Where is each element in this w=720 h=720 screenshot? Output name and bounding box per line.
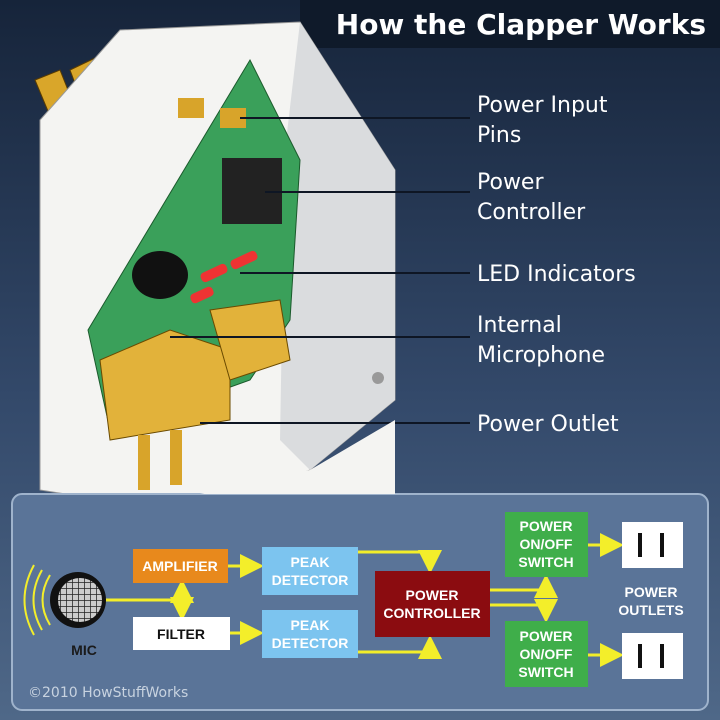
- amplifier-label: AMPLIFIER: [142, 558, 217, 574]
- label-power-controller: Power: [477, 170, 544, 195]
- block-diagram-panel: [11, 493, 709, 711]
- switch-label-3: SWITCH: [518, 664, 573, 680]
- peak-detector-1: PEAK DETECTOR: [262, 547, 358, 595]
- sound-waves-icon: [23, 564, 51, 636]
- filter-block: FILTER: [133, 617, 230, 650]
- microphone: [132, 251, 188, 299]
- mic-label: MIC: [71, 642, 97, 658]
- label-power-input-pins-2: Pins: [477, 123, 521, 148]
- power-outlet: [99, 329, 231, 441]
- power-outlet: [209, 299, 291, 381]
- switch-box: [505, 621, 588, 687]
- label-internal-microphone-2: Microphone: [477, 343, 605, 368]
- input-pin: [220, 108, 246, 128]
- label-power-controller-2: Controller: [477, 200, 586, 225]
- switch-block-2: POWER ON/OFF SWITCH: [505, 621, 588, 687]
- peak-detector-2: PEAK DETECTOR: [262, 610, 358, 658]
- label-led-indicators: LED Indicators: [477, 262, 636, 287]
- power-label: POWER: [406, 587, 459, 603]
- callout-lines: [170, 117, 470, 424]
- outlet-icon: [622, 522, 683, 568]
- switch-label-1: POWER: [520, 518, 573, 534]
- switch-label-3: SWITCH: [518, 554, 573, 570]
- title: How the Clapper Works: [336, 8, 706, 41]
- signal-arrows: [105, 533, 624, 667]
- housing-bottom-overlap: [200, 420, 395, 494]
- amplifier-box: [133, 549, 228, 583]
- switch-label-2: ON/OFF: [520, 536, 573, 552]
- outlet-1: [622, 522, 683, 568]
- outlet-prong: [138, 435, 150, 490]
- peak-detector-box: [262, 610, 358, 658]
- amplifier-block: AMPLIFIER: [133, 549, 228, 583]
- led: [200, 263, 228, 283]
- switch-box: [505, 512, 588, 577]
- mic-block: MIC: [23, 564, 106, 658]
- outlet-2: [622, 633, 683, 679]
- outlet-icon: [622, 633, 683, 679]
- label-internal-microphone: Internal: [477, 313, 562, 338]
- led: [190, 286, 214, 304]
- clapper-device-illustration: [34, 21, 396, 516]
- label-power-outlet: Power Outlet: [477, 412, 619, 437]
- peak-label: PEAK: [291, 554, 330, 570]
- input-pin: [178, 98, 204, 118]
- peak-detector-box: [262, 547, 358, 595]
- filter-label: FILTER: [157, 626, 205, 642]
- filter-box: [133, 617, 230, 650]
- label-power-input-pins: Power Input: [477, 93, 608, 118]
- detector-label: DETECTOR: [272, 572, 349, 588]
- led: [230, 250, 258, 270]
- outlets-label-2: OUTLETS: [618, 602, 683, 618]
- housing-side: [280, 22, 395, 470]
- switch-block-1: POWER ON/OFF SWITCH: [505, 512, 588, 577]
- peak-label: PEAK: [291, 617, 330, 633]
- title-bar: [300, 0, 720, 48]
- power-controller-block: POWER CONTROLLER: [375, 571, 490, 637]
- outlet-prong: [170, 430, 182, 485]
- mic-mesh: [58, 578, 102, 622]
- switch-label-2: ON/OFF: [520, 646, 573, 662]
- controller-label: CONTROLLER: [383, 605, 480, 621]
- switch-label-1: POWER: [520, 628, 573, 644]
- callout-labels: Power Input Pins Power Controller LED In…: [477, 93, 636, 437]
- detector-label: DETECTOR: [272, 635, 349, 651]
- copyright: ©2010 HowStuffWorks: [28, 685, 188, 701]
- screw: [372, 372, 384, 384]
- power-controller-box: [375, 571, 490, 637]
- outlets-label-1: POWER: [625, 584, 678, 600]
